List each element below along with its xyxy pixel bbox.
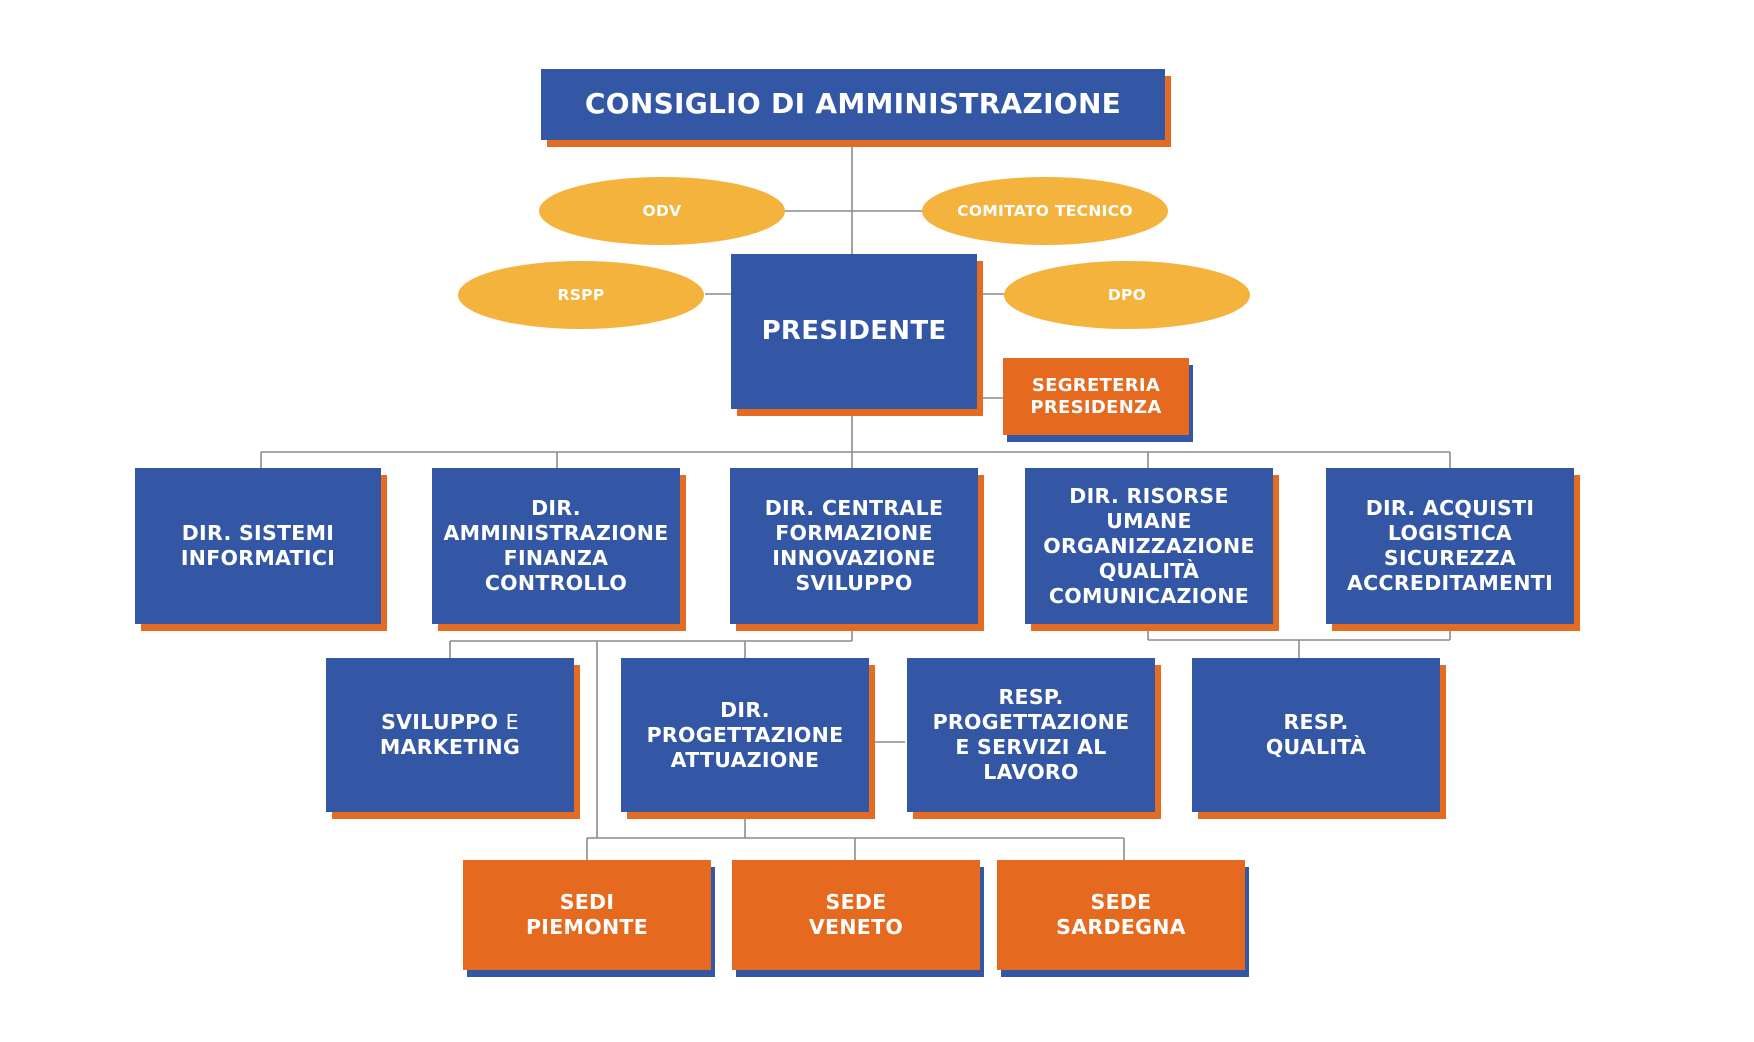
- comitato-tecnico-label: COMITATO TECNICO: [957, 202, 1133, 220]
- comitato-tecnico-ellipse: COMITATO TECNICO: [922, 177, 1168, 245]
- dir-acquisti-label: DIR. ACQUISTI LOGISTICA SICUREZZA ACCRED…: [1346, 496, 1554, 595]
- sedi-piemonte-label: SEDI PIEMONTE: [525, 890, 649, 939]
- dir-acquisti-box: DIR. ACQUISTI LOGISTICA SICUREZZA ACCRED…: [1326, 468, 1574, 624]
- dir-amministrazione-box: DIR. AMMINISTRAZIONE FINANZA CONTROLLO: [432, 468, 680, 624]
- dir-amministrazione-label: DIR. AMMINISTRAZIONE FINANZA CONTROLLO: [443, 496, 669, 595]
- presidente-box: PRESIDENTE: [731, 254, 977, 409]
- sede-sardegna-label: SEDE SARDEGNA: [1056, 890, 1186, 939]
- board-box: CONSIGLIO DI AMMINISTRAZIONE: [541, 69, 1165, 140]
- dir-progettazione-label: DIR. PROGETTAZIONE ATTUAZIONE: [646, 697, 844, 772]
- dir-risorse-umane-box: DIR. RISORSE UMANE ORGANIZZAZIONE QUALIT…: [1025, 468, 1273, 624]
- segreteria-presidenza-label: SEGRETERIA PRESIDENZA: [1030, 374, 1162, 418]
- resp-qualita-label: RESP. QUALITÀ: [1265, 710, 1367, 759]
- dir-sistemi-informatici-box: DIR. SISTEMI INFORMATICI: [135, 468, 381, 624]
- segreteria-presidenza-box: SEGRETERIA PRESIDENZA: [1003, 358, 1189, 435]
- dpo-label: DPO: [1107, 286, 1147, 304]
- rspp-label: RSPP: [557, 286, 605, 304]
- sede-veneto-box: SEDE VENETO: [732, 860, 980, 970]
- sede-sardegna-box: SEDE SARDEGNA: [997, 860, 1245, 970]
- presidente-label: PRESIDENTE: [761, 315, 947, 346]
- sede-veneto-label: SEDE VENETO: [808, 890, 904, 939]
- rspp-ellipse: RSPP: [458, 261, 704, 329]
- resp-progettazione-label: RESP. PROGETTAZIONE E SERVIZI AL LAVORO: [932, 685, 1130, 784]
- dir-progettazione-box: DIR. PROGETTAZIONE ATTUAZIONE: [621, 658, 869, 812]
- dir-centrale-label: DIR. CENTRALE FORMAZIONE INNOVAZIONE SVI…: [764, 496, 944, 595]
- dir-centrale-box: DIR. CENTRALE FORMAZIONE INNOVAZIONE SVI…: [730, 468, 978, 624]
- resp-qualita-box: RESP. QUALITÀ: [1192, 658, 1440, 812]
- dir-risorse-umane-label: DIR. RISORSE UMANE ORGANIZZAZIONE QUALIT…: [1043, 483, 1255, 608]
- dir-sistemi-informatici-label: DIR. SISTEMI INFORMATICI: [180, 521, 336, 570]
- resp-progettazione-box: RESP. PROGETTAZIONE E SERVIZI AL LAVORO: [907, 658, 1155, 812]
- dpo-ellipse: DPO: [1004, 261, 1250, 329]
- sedi-piemonte-box: SEDI PIEMONTE: [463, 860, 711, 970]
- board-label: CONSIGLIO DI AMMINISTRAZIONE: [584, 87, 1122, 121]
- odv-label: ODV: [642, 202, 682, 220]
- odv-ellipse: ODV: [539, 177, 785, 245]
